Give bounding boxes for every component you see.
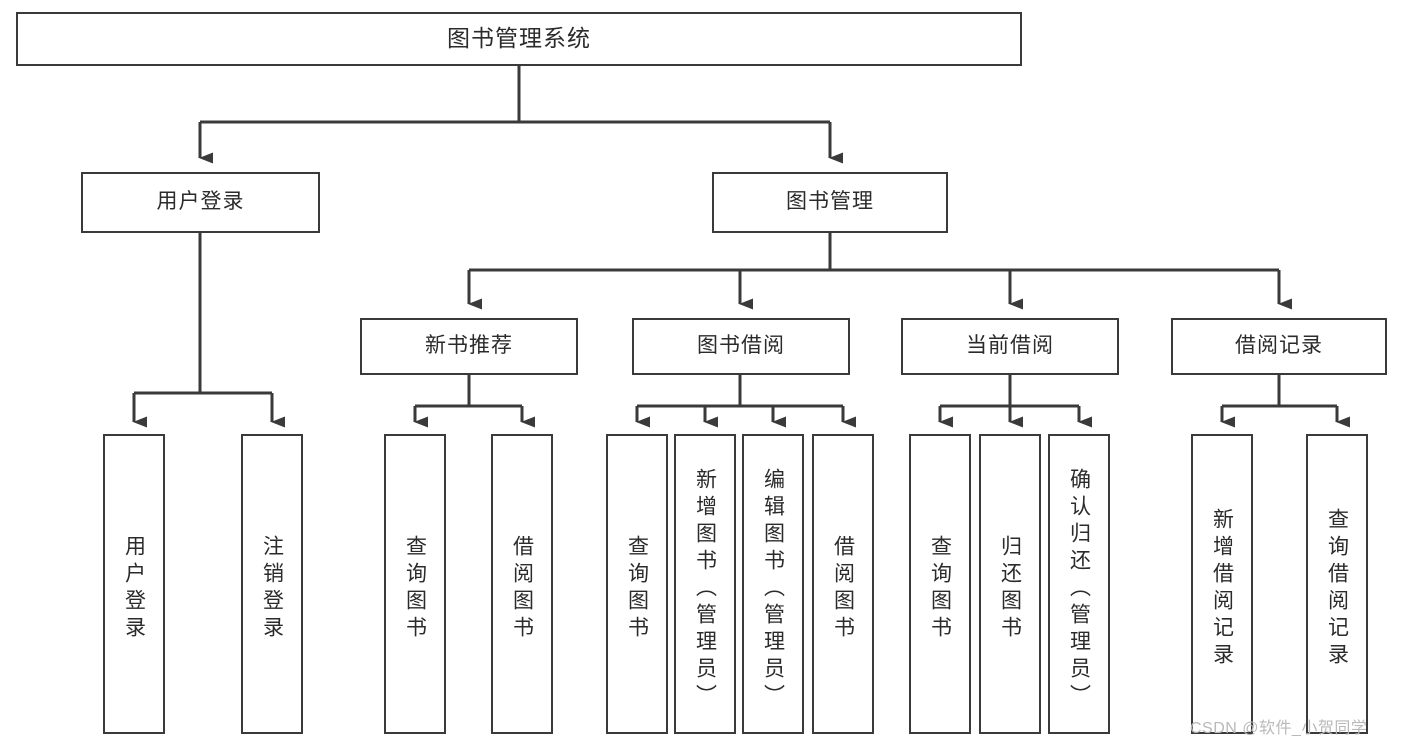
node-book-management[interactable]: 图书管理 <box>712 172 948 233</box>
leaf-current-borrow-confirm-return[interactable]: 确认归还（管理员） <box>1048 434 1110 734</box>
leaf-label: 注销登录 <box>260 535 284 643</box>
leaf-book-borrow-add[interactable]: 新增图书（管理员） <box>674 434 736 734</box>
leaf-current-borrow-query[interactable]: 查询图书 <box>909 434 971 734</box>
node-label: 图书借阅 <box>697 334 785 358</box>
leaf-label: 查询图书 <box>928 535 952 643</box>
leaf-label: 查询图书 <box>403 535 427 643</box>
leaf-book-borrow-edit[interactable]: 编辑图书（管理员） <box>742 434 804 734</box>
leaf-book-borrow-query[interactable]: 查询图书 <box>606 434 668 734</box>
node-label: 图书管理 <box>786 190 874 214</box>
node-borrow-record[interactable]: 借阅记录 <box>1171 318 1387 375</box>
node-current-borrow[interactable]: 当前借阅 <box>901 318 1119 375</box>
leaf-user-login-login[interactable]: 用户登录 <box>103 434 165 734</box>
leaf-borrow-record-query[interactable]: 查询借阅记录 <box>1306 434 1368 734</box>
node-label: 新书推荐 <box>425 334 513 358</box>
leaf-current-borrow-return[interactable]: 归还图书 <box>979 434 1041 734</box>
node-new-book-recommend[interactable]: 新书推荐 <box>360 318 578 375</box>
leaf-label: 新增图书（管理员） <box>693 467 717 711</box>
leaf-new-book-query[interactable]: 查询图书 <box>384 434 446 734</box>
node-label: 当前借阅 <box>966 334 1054 358</box>
leaf-label: 确认归还（管理员） <box>1067 467 1091 711</box>
csdn-watermark: CSDN @软件_小贺同学 <box>1190 720 1368 737</box>
leaf-label: 用户登录 <box>122 535 146 643</box>
node-book-borrow[interactable]: 图书借阅 <box>632 318 850 375</box>
leaf-label: 查询借阅记录 <box>1325 508 1349 670</box>
leaf-user-login-logout[interactable]: 注销登录 <box>241 434 303 734</box>
leaf-borrow-record-add[interactable]: 新增借阅记录 <box>1191 434 1253 734</box>
leaf-label: 新增借阅记录 <box>1210 508 1234 670</box>
node-root-system[interactable]: 图书管理系统 <box>16 12 1022 66</box>
leaf-label: 借阅图书 <box>510 535 534 643</box>
node-user-login[interactable]: 用户登录 <box>81 172 320 233</box>
leaf-new-book-borrow[interactable]: 借阅图书 <box>491 434 553 734</box>
leaf-label: 查询图书 <box>625 535 649 643</box>
node-label: 借阅记录 <box>1235 334 1323 358</box>
node-label: 用户登录 <box>156 190 245 214</box>
node-label: 图书管理系统 <box>447 25 591 52</box>
leaf-label: 借阅图书 <box>831 535 855 643</box>
leaf-label: 归还图书 <box>998 535 1022 643</box>
leaf-book-borrow-borrow[interactable]: 借阅图书 <box>812 434 874 734</box>
leaf-label: 编辑图书（管理员） <box>761 467 785 711</box>
